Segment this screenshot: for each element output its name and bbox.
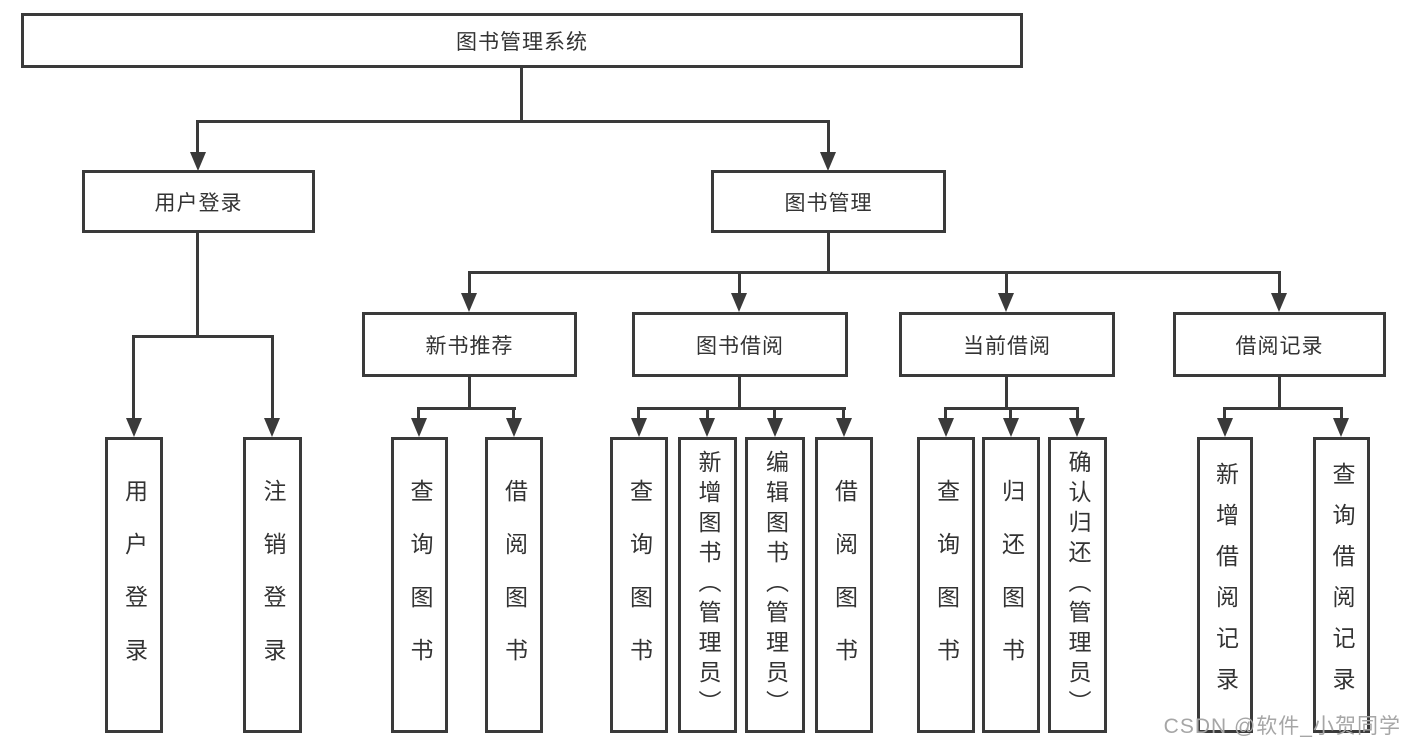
edge-to-leaf-login [132, 335, 135, 421]
edge-book-mgmt-stem [827, 233, 830, 274]
edge-to-user-login [196, 120, 199, 154]
node-label: 图书借阅 [696, 334, 784, 358]
arrow-to-query-borrow-record [1333, 418, 1349, 437]
node-label: 确认归还（管理员） [1065, 450, 1091, 720]
node-label: 新书推荐 [425, 334, 514, 358]
edge-new-book-crossbar [417, 407, 516, 410]
node-label: 借阅图书 [831, 479, 858, 691]
arrow-to-book-borrow [731, 293, 747, 312]
edge-user-login-stem [196, 233, 199, 338]
node-borrowing-records: 借阅记录 [1173, 312, 1386, 377]
edge-to-book-mgmt [827, 120, 830, 154]
node-label: 用户登录 [121, 479, 148, 691]
node-label: 新增借阅记录 [1212, 462, 1239, 708]
edge-to-return-books [1009, 407, 1012, 421]
node-label: 查询图书 [933, 479, 960, 691]
edge-current-borrow-stem [1005, 377, 1008, 410]
arrow-to-leaf-logout [264, 418, 280, 437]
arrow-to-add-borrow-record [1217, 418, 1233, 437]
csdn-watermark: CSDN @软件_小贺同学 [1163, 715, 1401, 738]
edge-to-confirm-return [1076, 407, 1079, 421]
arrow-to-current-borrow [998, 293, 1014, 312]
edge-root-stem [520, 68, 523, 122]
node-current-borrowing: 当前借阅 [899, 312, 1115, 377]
edge-user-login-crossbar [132, 335, 274, 338]
leaf-query-books-current: 查询图书 [917, 437, 975, 733]
node-label: 编辑图书（管理员） [762, 450, 789, 720]
leaf-query-books-recommend: 查询图书 [391, 437, 448, 733]
node-label: 借阅记录 [1235, 334, 1324, 358]
edge-to-leaf-logout [271, 335, 274, 421]
leaf-edit-book-admin: 编辑图书（管理员） [745, 437, 805, 733]
edge-to-query-books-3 [944, 407, 947, 421]
node-label: 用户登录 [154, 191, 243, 215]
node-book-borrowing: 图书借阅 [632, 312, 848, 377]
node-new-book-recommend: 新书推荐 [362, 312, 577, 377]
node-label: 图书管理系统 [456, 30, 588, 54]
edge-to-borrow-books-2 [842, 407, 845, 421]
arrow-to-borrow-records [1271, 293, 1287, 312]
edge-to-query-books-2 [637, 407, 640, 421]
node-label: 归还图书 [998, 479, 1025, 691]
arrow-to-query-books-1 [411, 418, 427, 437]
leaf-confirm-return-admin: 确认归还（管理员） [1048, 437, 1107, 733]
node-user-login: 用户登录 [82, 170, 315, 233]
arrow-to-user-login [190, 152, 206, 171]
arrow-to-borrow-books-2 [836, 418, 852, 437]
leaf-query-borrow-record: 查询借阅记录 [1313, 437, 1370, 733]
leaf-add-borrow-record: 新增借阅记录 [1197, 437, 1253, 733]
arrow-to-new-book [461, 293, 477, 312]
leaf-query-books-borrowing: 查询图书 [610, 437, 668, 733]
leaf-add-book-admin: 新增图书（管理员） [678, 437, 737, 733]
node-label: 图书管理 [784, 191, 873, 215]
arrow-to-confirm-return [1069, 418, 1085, 437]
node-label: 查询借阅记录 [1329, 462, 1355, 708]
edge-root-crossbar [196, 120, 830, 123]
edge-new-book-stem [468, 377, 471, 410]
leaf-user-login: 用户登录 [105, 437, 163, 733]
edge-to-borrow-records [1278, 271, 1281, 296]
node-label: 查询图书 [626, 479, 653, 691]
arrow-to-add-book [699, 418, 715, 437]
edge-to-add-book [706, 407, 709, 421]
arrow-to-query-books-3 [938, 418, 954, 437]
arrow-to-edit-book [767, 418, 783, 437]
node-label: 当前借阅 [963, 334, 1051, 358]
edge-to-edit-book [773, 407, 776, 421]
edge-book-mgmt-crossbar [468, 271, 1281, 274]
arrow-to-query-books-2 [631, 418, 647, 437]
leaf-logout: 注销登录 [243, 437, 302, 733]
edge-to-add-borrow-record [1223, 407, 1226, 421]
node-library-management-system: 图书管理系统 [21, 13, 1023, 68]
edge-to-current-borrow [1005, 271, 1008, 296]
leaf-return-books: 归还图书 [982, 437, 1040, 733]
node-label: 新增图书（管理员） [695, 450, 721, 720]
edge-borrow-records-crossbar [1223, 407, 1343, 410]
node-label: 注销登录 [260, 479, 286, 691]
node-label: 查询图书 [407, 479, 433, 691]
arrow-to-borrow-books-1 [506, 418, 522, 437]
edge-to-new-book [468, 271, 471, 296]
edge-book-borrow-stem [738, 377, 741, 410]
edge-to-borrow-books-1 [512, 407, 515, 421]
edge-borrow-records-stem [1278, 377, 1281, 410]
arrow-to-book-mgmt [820, 152, 836, 171]
node-book-management: 图书管理 [711, 170, 946, 233]
edge-to-query-books-1 [417, 407, 420, 421]
node-label: 借阅图书 [501, 479, 528, 691]
arrow-to-leaf-login [126, 418, 142, 437]
edge-to-query-borrow-record [1340, 407, 1343, 421]
leaf-borrow-books-recommend: 借阅图书 [485, 437, 543, 733]
edge-to-book-borrow [738, 271, 741, 296]
edge-book-borrow-crossbar [637, 407, 846, 410]
arrow-to-return-books [1003, 418, 1019, 437]
leaf-borrow-books-borrowing: 借阅图书 [815, 437, 873, 733]
